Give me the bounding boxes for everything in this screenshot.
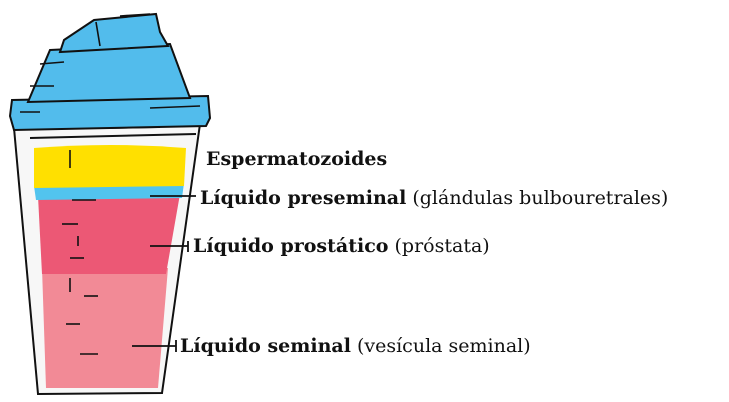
leader-lines [132, 195, 196, 352]
sperm-layer [34, 145, 186, 188]
label-prostatic-detail: (próstata) [394, 235, 490, 257]
label-prostatic: Líquido prostático (próstata) [193, 235, 490, 257]
seminal-layer [42, 268, 168, 388]
shaker-lid-dome [26, 42, 192, 104]
measurement-ticks [62, 150, 98, 355]
label-preseminal-name: Líquido preseminal [200, 187, 407, 209]
label-preseminal: Líquido preseminal (glándulas bulbouretr… [200, 187, 668, 209]
lid-sketch-lines [20, 13, 201, 113]
label-seminal: Líquido seminal (vesícula seminal) [180, 335, 531, 357]
label-sperm: Espermatozoides [206, 148, 387, 170]
shaker-spout [58, 12, 170, 54]
label-prostatic-name: Líquido prostático [193, 235, 389, 257]
label-sperm-name: Espermatozoides [206, 148, 388, 170]
prostatic-layer [38, 194, 180, 274]
label-seminal-detail: (vesícula seminal) [356, 335, 531, 357]
label-seminal-name: Líquido seminal [180, 335, 351, 357]
shaker-lid [8, 94, 212, 132]
label-preseminal-detail: (glándulas bulbouretrales) [412, 187, 669, 209]
